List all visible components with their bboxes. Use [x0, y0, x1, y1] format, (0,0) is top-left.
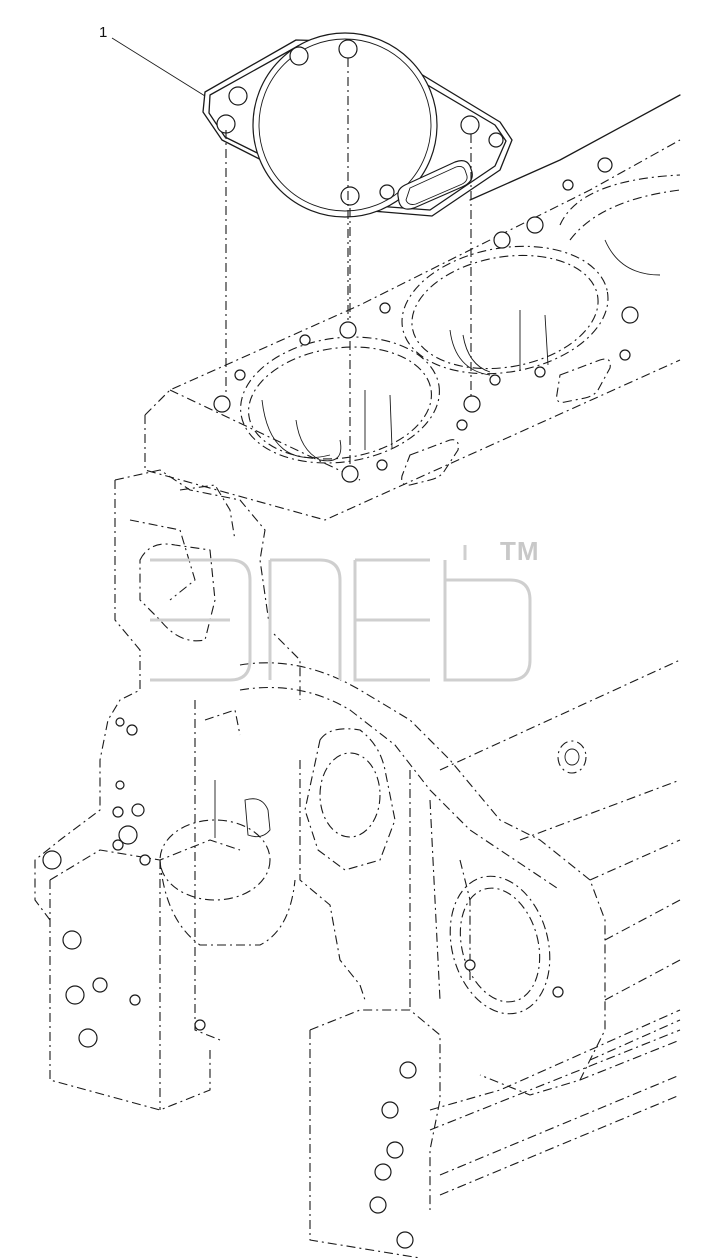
callout-leader-1: [111, 37, 206, 97]
callout-label-1: 1: [99, 24, 108, 41]
watermark-logo: [150, 545, 532, 682]
cylinder-head-gasket[interactable]: [202, 32, 513, 218]
block-rear-flange: [309, 1009, 681, 1258]
block-front-face: [34, 469, 301, 1111]
alignment-lines: [225, 58, 472, 470]
cylinder-block: [144, 94, 681, 521]
block-mid-section: [194, 659, 681, 1096]
trademark-symbol: TM: [500, 536, 540, 566]
